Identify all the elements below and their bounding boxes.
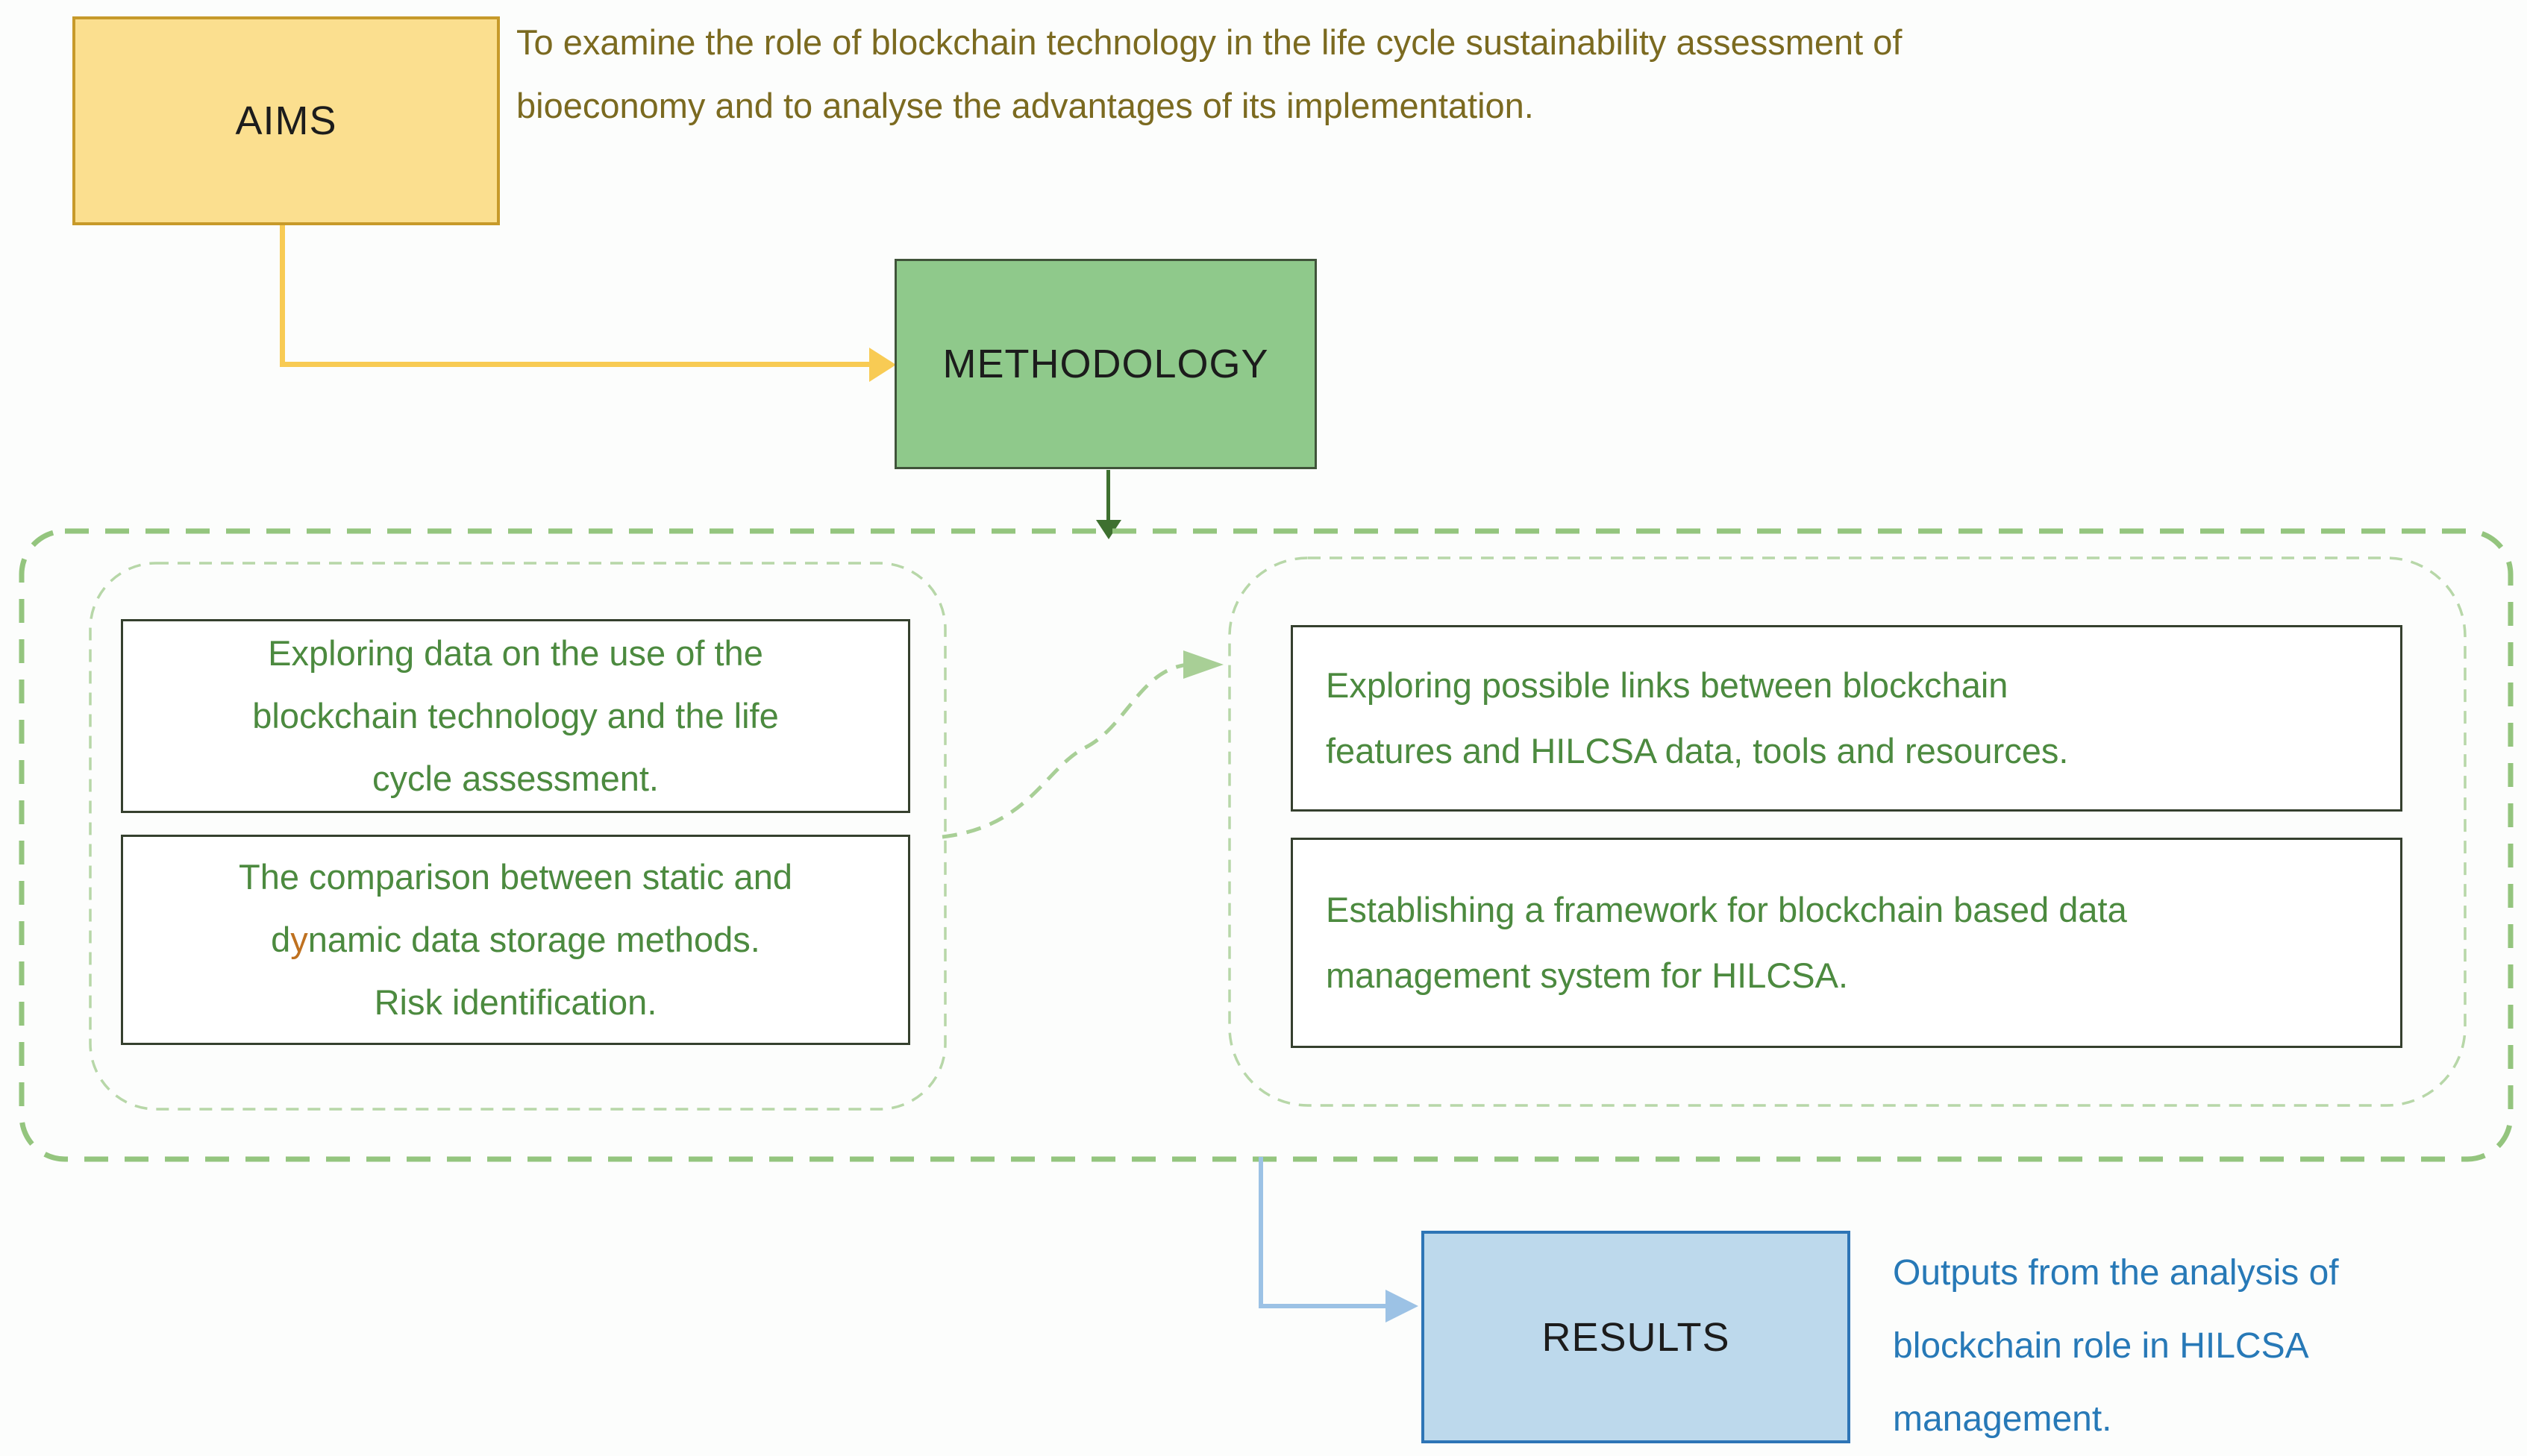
aims-label: AIMS [235, 98, 337, 143]
results-box: RESULTS [1421, 1231, 1850, 1443]
framework-box: Establishing a framework for blockchain … [1291, 838, 2402, 1048]
framework-box-text: Establishing a framework for blockchain … [1326, 890, 2127, 995]
aims-box: AIMS [72, 16, 500, 225]
aims-description: To examine the role of blockchain techno… [516, 22, 1903, 125]
results-label: RESULTS [1541, 1314, 1730, 1360]
links-box: Exploring possible links between blockch… [1291, 625, 2402, 812]
group-link-curve-arrow [942, 650, 1224, 839]
curve-arrowhead-icon [1183, 650, 1224, 679]
container-results-connector-horizontal [1259, 1304, 1387, 1308]
yellow-arrowhead-icon [869, 348, 896, 382]
static-dynamic-box: The comparison between static and dynami… [121, 835, 910, 1045]
methodology-outer-container [19, 528, 2514, 1162]
aims-methodology-connector-vertical [280, 225, 285, 367]
accent-letter: y [290, 920, 308, 959]
aims-methodology-connector-horizontal [280, 362, 871, 367]
methodology-label: METHODOLOGY [942, 342, 1269, 386]
methodology-box: METHODOLOGY [895, 259, 1317, 469]
links-box-text: Exploring possible links between blockch… [1326, 665, 2069, 771]
static-dynamic-box-text: The comparison between static and dynami… [239, 857, 792, 1022]
framework-group [1228, 556, 2467, 1107]
methodology-container-connector [1106, 470, 1110, 522]
container-results-connector-vertical [1259, 1157, 1263, 1308]
blue-arrowhead-icon [1385, 1290, 1418, 1322]
